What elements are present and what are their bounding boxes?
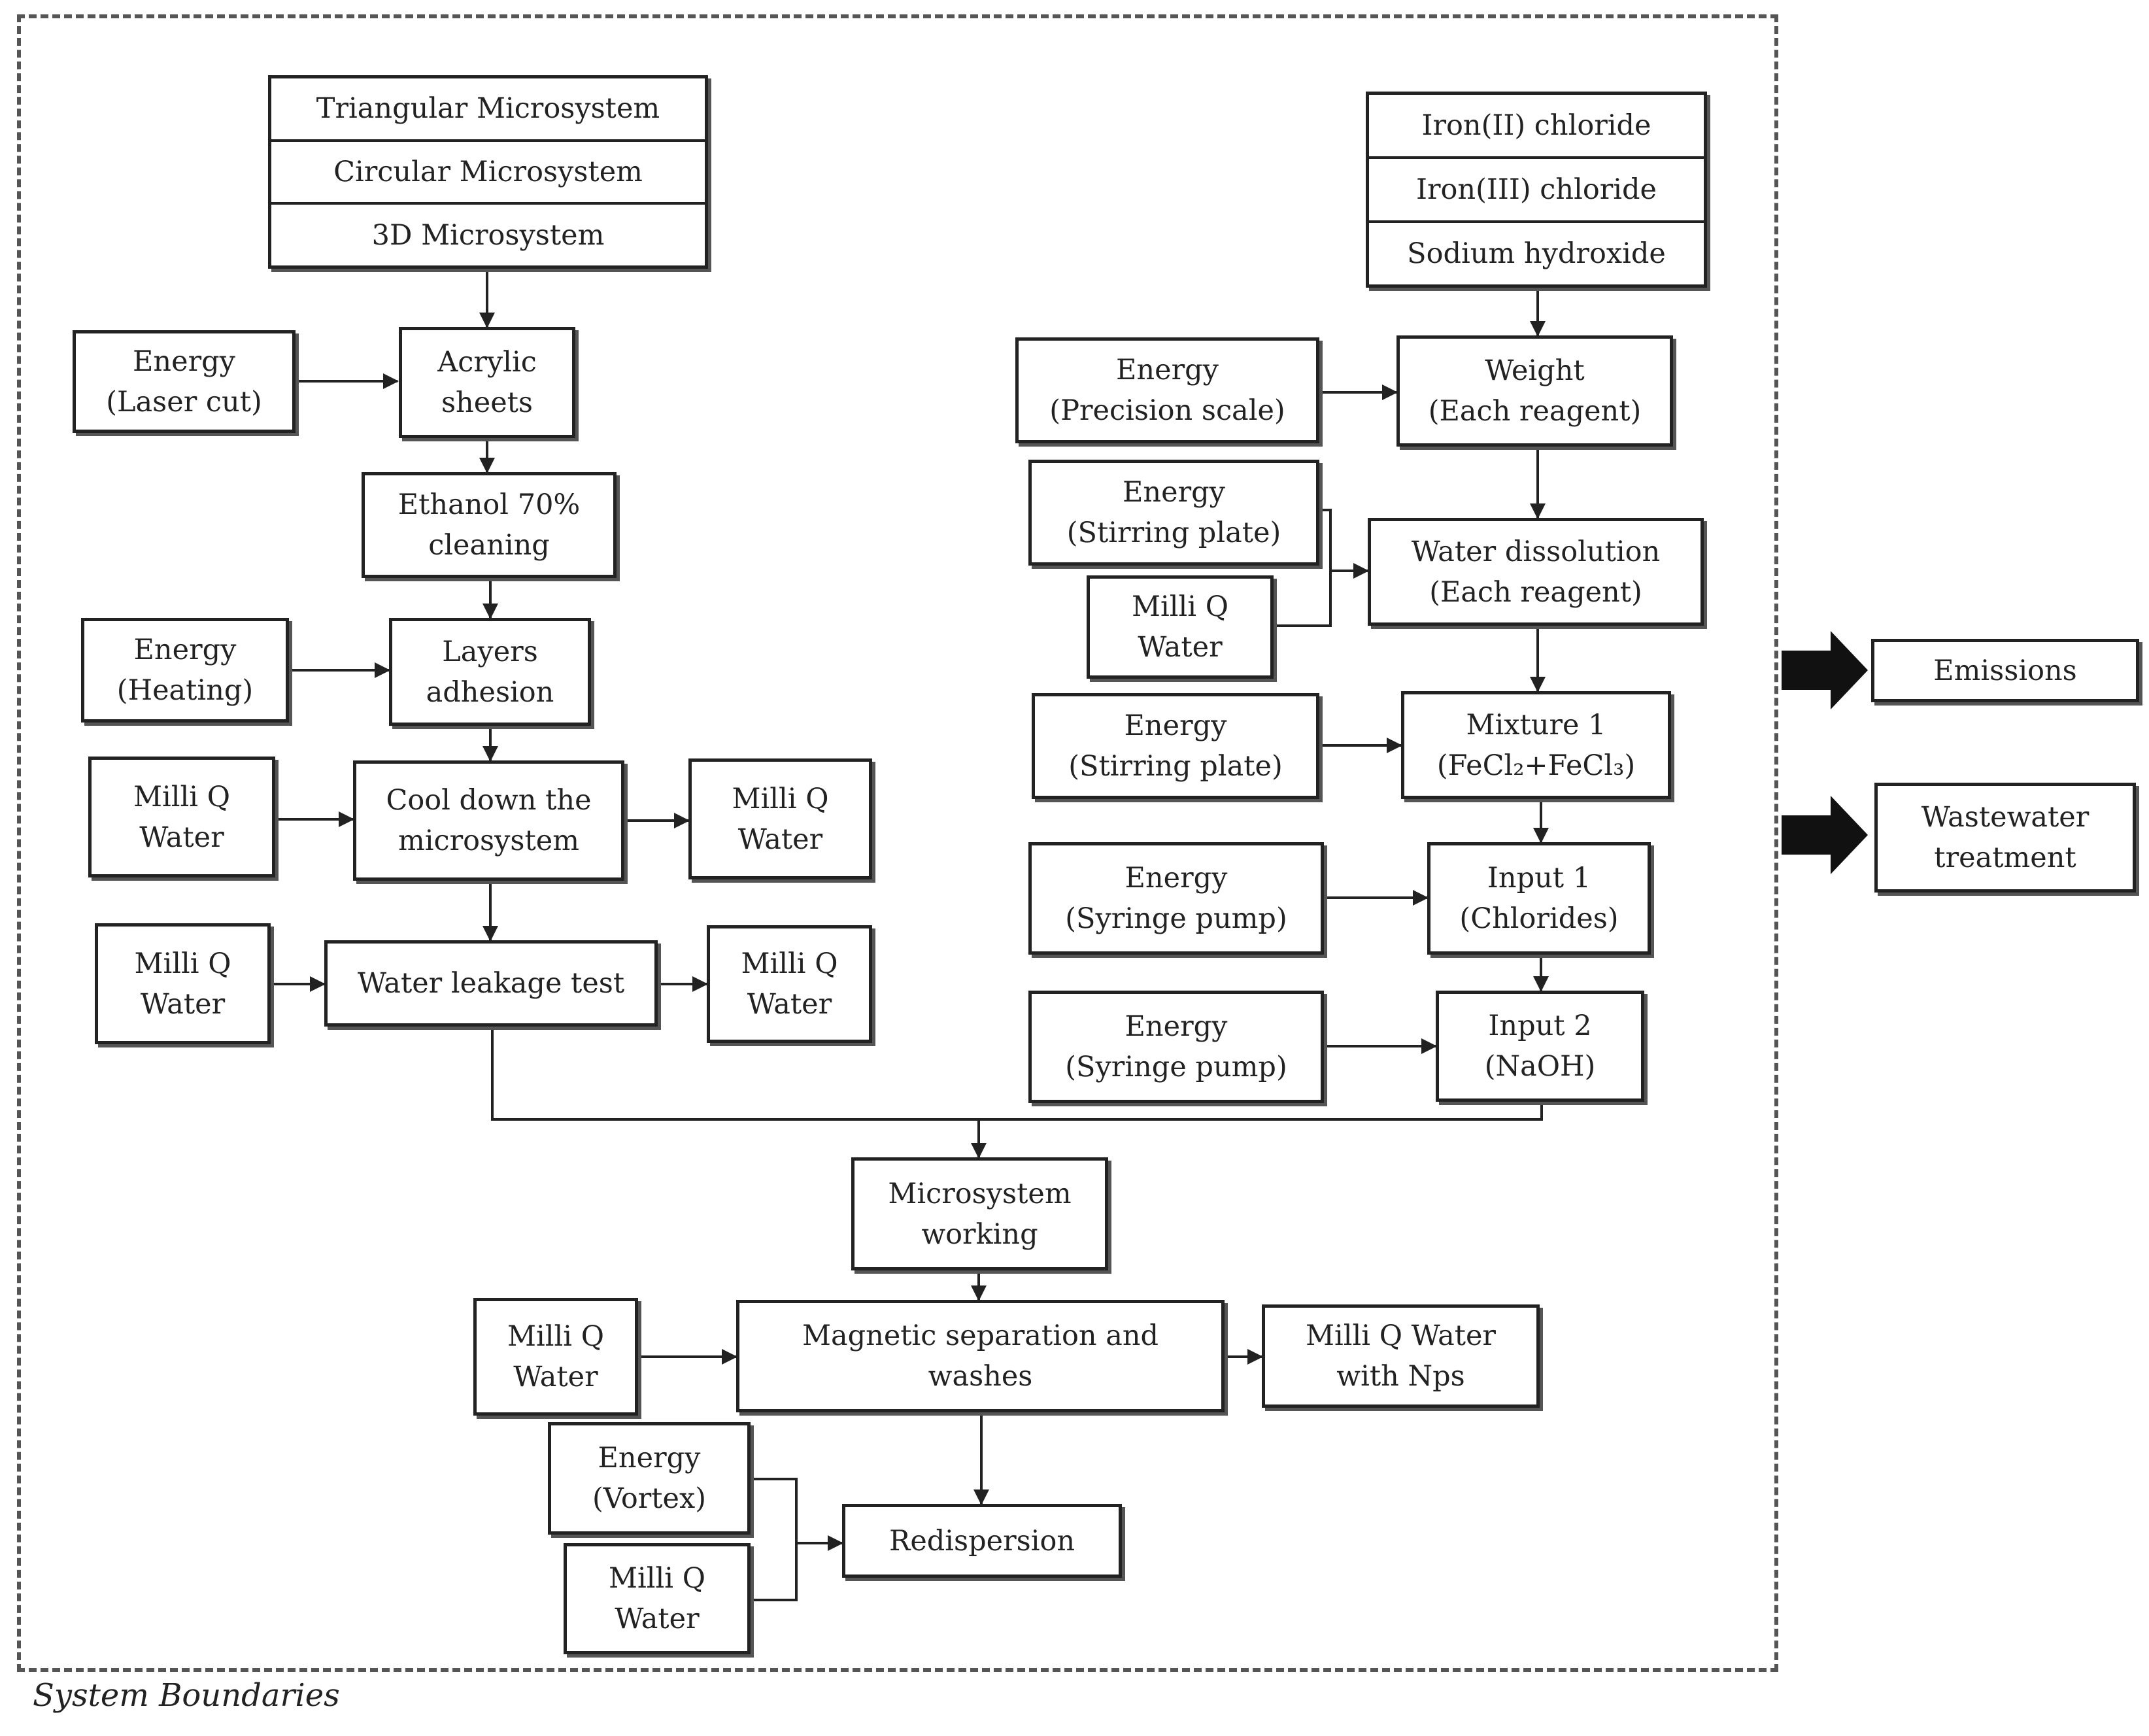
ethanol-cleaning-box: Ethanol 70%cleaning bbox=[362, 472, 617, 578]
sodium-hydroxide: Sodium hydroxide bbox=[1407, 237, 1666, 270]
3d-microsystem: 3D Microsystem bbox=[371, 218, 605, 252]
iron-iii-chloride: Iron(III) chloride bbox=[1369, 159, 1704, 223]
bracket-dissolution-inputs bbox=[1274, 509, 1332, 627]
energy-laser-cut-box: Energy(Laser cut) bbox=[73, 330, 296, 433]
line-leakage-to-merge bbox=[491, 1027, 1543, 1121]
system-boundary-label: System Boundaries bbox=[33, 1677, 340, 1714]
iron-ii-chloride: Iron(II) chloride bbox=[1369, 95, 1704, 159]
input-2-naoh-box: Input 2(NaOH) bbox=[1436, 991, 1644, 1102]
energy-stirring-plate-box-2: Energy(Stirring plate) bbox=[1032, 693, 1319, 799]
energy-syringe-pump-box-1: Energy(Syringe pump) bbox=[1028, 842, 1324, 955]
energy-vortex-box: Energy(Vortex) bbox=[548, 1422, 751, 1535]
energy-heating-box: Energy(Heating) bbox=[81, 618, 289, 723]
system-boundary bbox=[17, 14, 1778, 1672]
bracket-redispersion-inputs bbox=[751, 1478, 798, 1601]
wastewater-arrow-icon bbox=[1782, 796, 1868, 874]
water-leakage-test-box: Water leakage test bbox=[324, 940, 658, 1027]
weight-each-reagent-box: Weight(Each reagent) bbox=[1396, 335, 1673, 447]
water-dissolution-box: Water dissolution(Each reagent) bbox=[1368, 518, 1704, 626]
mixture-1-box: Mixture 1(FeCl₂+FeCl₃) bbox=[1401, 691, 1671, 799]
energy-stirring-plate-box-1: Energy(Stirring plate) bbox=[1028, 460, 1319, 566]
reagents-box: Iron(II) chloride Iron(III) chloride Sod… bbox=[1366, 92, 1707, 288]
redispersion-box: Redispersion bbox=[842, 1504, 1122, 1578]
triangular-microsystem: Triangular Microsystem bbox=[271, 78, 705, 142]
microsystem-types-box: Triangular Microsystem Circular Microsys… bbox=[268, 75, 708, 269]
energy-precision-scale-box: Energy(Precision scale) bbox=[1015, 337, 1319, 443]
emissions-arrow-icon bbox=[1782, 631, 1868, 709]
circular-microsystem: Circular Microsystem bbox=[271, 142, 705, 205]
energy-syringe-pump-box-2: Energy(Syringe pump) bbox=[1028, 991, 1324, 1103]
input-1-chlorides-box: Input 1(Chlorides) bbox=[1427, 842, 1651, 955]
emissions-box: Emissions bbox=[1871, 639, 2139, 702]
